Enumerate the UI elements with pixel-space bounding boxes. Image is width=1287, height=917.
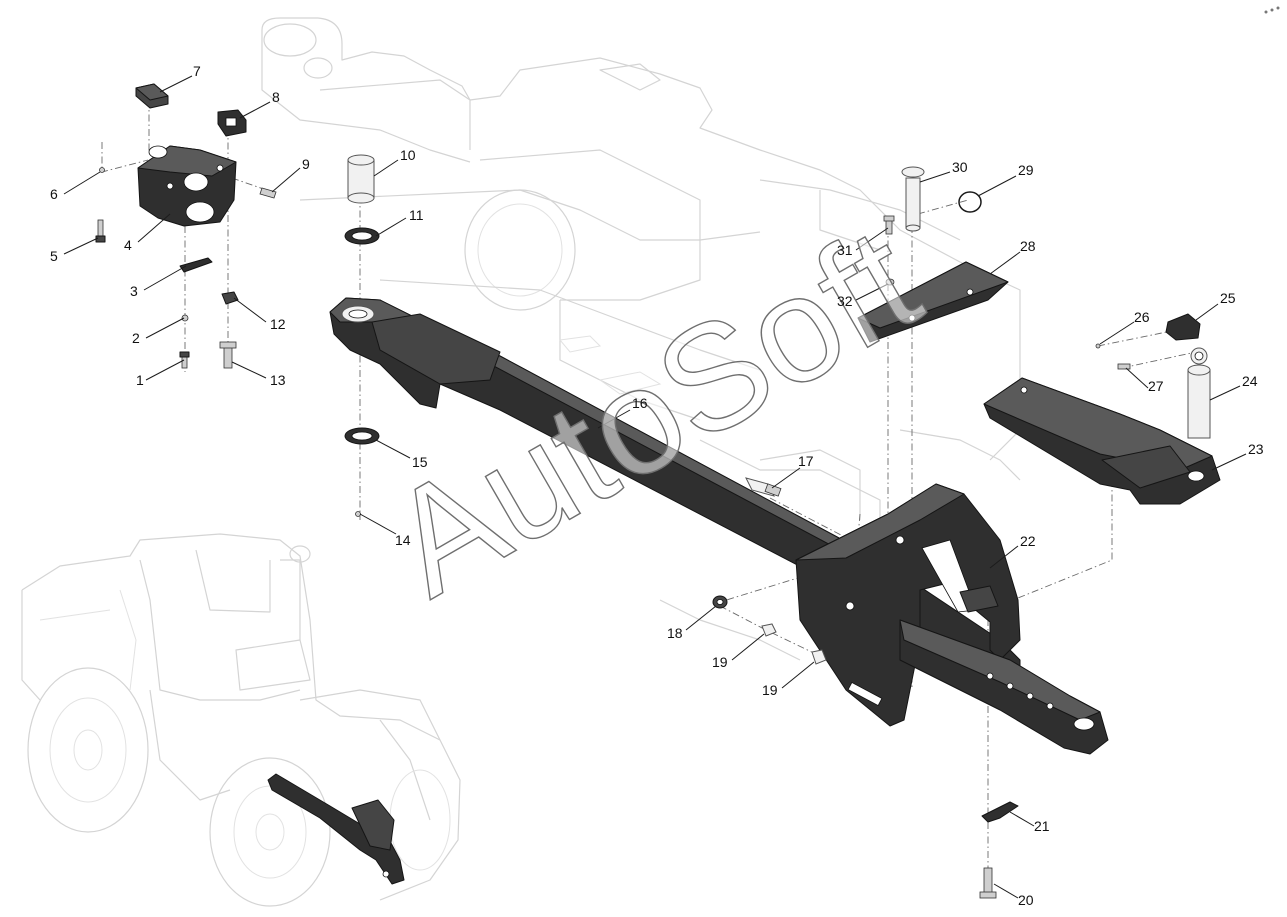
- callout-28: 28: [1020, 238, 1036, 254]
- callout-7: 7: [193, 63, 201, 79]
- callout-12: 12: [270, 316, 286, 332]
- callout-6: 6: [50, 186, 58, 202]
- tractor-drawbar-highlight: [267, 773, 405, 885]
- callout-1: 1: [136, 372, 144, 388]
- part-7-key-block: [135, 83, 169, 109]
- callout-30: 30: [952, 159, 968, 175]
- part-2-washer: [181, 314, 189, 322]
- part-13-bolt: [219, 341, 237, 369]
- part-19-nut-a: [761, 623, 777, 637]
- callout-3: 3: [130, 283, 138, 299]
- part-18-washer: [712, 595, 728, 609]
- callout-24: 24: [1242, 373, 1258, 389]
- corner-mark: [1264, 6, 1280, 14]
- part-22-tow-bar: [899, 619, 1109, 755]
- part-31-bolt: [883, 215, 895, 235]
- part-1-bolt: [179, 351, 190, 369]
- callout-13: 13: [270, 372, 286, 388]
- callout-10: 10: [400, 147, 416, 163]
- part-21-clip: [981, 801, 1019, 823]
- part-22-bracket: [795, 483, 1021, 727]
- part-14-pin: [355, 511, 361, 517]
- part-12-nut: [221, 291, 239, 305]
- part-4-housing: [137, 145, 237, 227]
- part-19-nut-b: [811, 649, 827, 665]
- part-32-washer: [885, 278, 895, 286]
- callout-32: 32: [837, 293, 853, 309]
- callout-11: 11: [409, 207, 424, 223]
- callout-18: 18: [667, 625, 683, 641]
- part-10-bushing: [347, 154, 375, 204]
- callout-5: 5: [50, 248, 58, 264]
- callout-14: 14: [395, 532, 411, 548]
- callout-17: 17: [798, 453, 814, 469]
- part-3-shim: [179, 257, 213, 273]
- part-15-ring: [344, 427, 380, 445]
- part-11-ring: [344, 227, 380, 245]
- part-6-pin: [99, 167, 105, 173]
- callout-2: 2: [132, 330, 140, 346]
- callout-19-a: 19: [712, 654, 728, 670]
- part-26-pin: [1095, 343, 1101, 349]
- callout-16: 16: [632, 395, 648, 411]
- part-30-pin: [901, 166, 925, 232]
- callout-22: 22: [1020, 533, 1036, 549]
- callout-27: 27: [1148, 378, 1164, 394]
- callout-26: 26: [1134, 309, 1150, 325]
- callout-23: 23: [1248, 441, 1264, 457]
- leader-lines: [63, 75, 1247, 899]
- callout-29: 29: [1018, 162, 1034, 178]
- part-9-bolt: [259, 187, 277, 199]
- part-20-bolt: [979, 867, 997, 899]
- part-28-plate: [857, 261, 1009, 343]
- callout-25: 25: [1220, 290, 1236, 306]
- callout-4: 4: [124, 237, 132, 253]
- part-24-lock-pin: [1187, 347, 1211, 439]
- callout-20: 20: [1018, 892, 1034, 908]
- part-27-bolt: [1117, 363, 1131, 370]
- callout-21: 21: [1034, 818, 1050, 834]
- callout-31: 31: [837, 242, 853, 258]
- callout-8: 8: [272, 89, 280, 105]
- part-25-latch: [1165, 313, 1201, 341]
- part-8-clamp: [217, 109, 247, 137]
- part-23-plate: [983, 377, 1221, 505]
- tractor-outline: [21, 533, 461, 907]
- background-frame: [261, 17, 1021, 661]
- part-29-snap-ring: [958, 191, 982, 213]
- part-17-bolt: [745, 477, 782, 497]
- callout-9: 9: [302, 156, 310, 172]
- callout-19-b: 19: [762, 682, 778, 698]
- callout-15: 15: [412, 454, 428, 470]
